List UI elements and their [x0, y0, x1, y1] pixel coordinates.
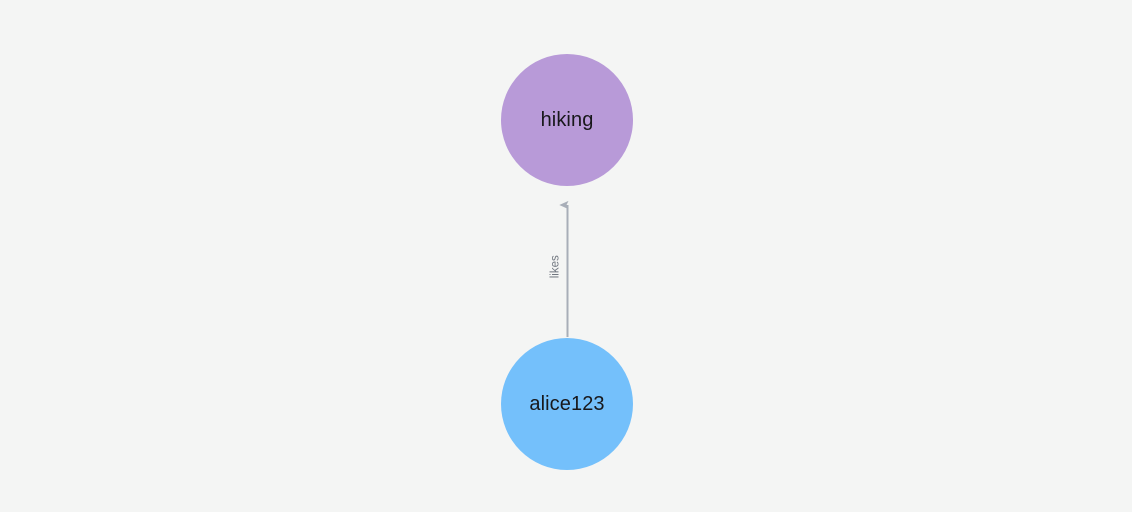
node-label: hiking — [540, 109, 594, 131]
node-label: alice123 — [529, 393, 605, 415]
graph-node-hiking[interactable]: hiking — [501, 54, 633, 186]
graph-node-alice123[interactable]: alice123 — [501, 338, 633, 470]
edge-label-likes: likes — [549, 255, 562, 279]
